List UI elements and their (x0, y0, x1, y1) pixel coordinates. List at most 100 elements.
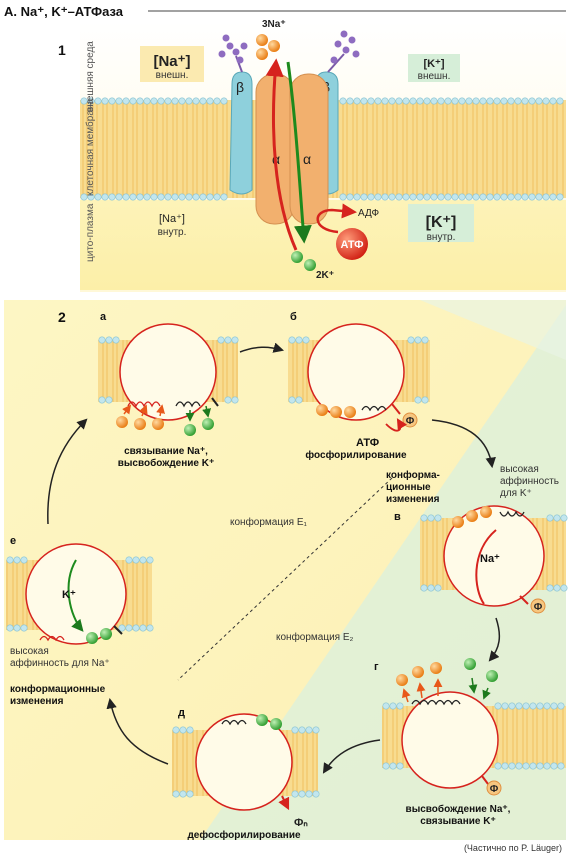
state-e-k: K⁺ (62, 589, 76, 601)
lipid-head (101, 97, 109, 105)
lipid-head (298, 790, 306, 798)
lipid-head (536, 762, 544, 770)
lipid-head (185, 97, 193, 105)
lipid-head (150, 193, 158, 201)
lipid-head (494, 762, 502, 770)
lipid-head (139, 556, 147, 564)
state-d-caption: дефосфорилирование (187, 829, 301, 841)
lipid-head (389, 762, 397, 770)
lipid-head (382, 702, 390, 710)
k-in-label: [K⁺] (426, 214, 457, 231)
lipid-head (178, 97, 186, 105)
lipid-head (132, 624, 140, 632)
na3-label: 3Na⁺ (262, 19, 286, 30)
lipid-head (388, 97, 396, 105)
lipid-head (508, 702, 516, 710)
part-number-2: 2 (58, 309, 66, 325)
lipid-head (179, 726, 187, 734)
lipid-head (206, 97, 214, 105)
state-b-letter: б (290, 311, 297, 323)
lipid-head (550, 702, 558, 710)
cycle-arrow-v-g (488, 617, 501, 662)
state-b-atp: АТФ (356, 437, 379, 449)
lipid-head (108, 97, 116, 105)
lipid-head (396, 702, 404, 710)
k-out-box (408, 54, 460, 82)
lipid-head (20, 556, 28, 564)
lipid-head (298, 726, 306, 734)
conformation-e2-label: конформация E₂ (276, 631, 354, 643)
lipid-head (414, 396, 422, 404)
state-b: б Ф АТФ фосфорилирование (288, 311, 430, 461)
beta-subunit-left (229, 71, 253, 195)
lipid-head (108, 193, 116, 201)
lipid-head (423, 97, 431, 105)
lipid-head (557, 762, 565, 770)
lipid-head (231, 336, 239, 344)
lipid-head (302, 336, 310, 344)
state-v: конформа- ционные изменения высокая аффи… (386, 464, 568, 614)
lipid-head (164, 193, 172, 201)
lipid-head (472, 97, 480, 105)
state-e-letter: е (10, 535, 16, 547)
lipid-head (500, 193, 508, 201)
state-v-na: Na⁺ (480, 553, 500, 565)
lipid-head (129, 193, 137, 201)
part-number-1: 1 (58, 42, 66, 58)
lipid-head (486, 193, 494, 201)
lipid-head (150, 97, 158, 105)
lipid-head (360, 97, 368, 105)
lipid-head (136, 193, 144, 201)
lipid-head (105, 396, 113, 404)
lipid-head (213, 97, 221, 105)
lipid-head (550, 762, 558, 770)
figure-title: A. Na⁺, K⁺–АТФаза (4, 4, 124, 19)
lipid-head (437, 97, 445, 105)
state-v-high1: высокая (500, 464, 539, 475)
credit-line: (Частично по P. Läuger) (464, 843, 562, 853)
lipid-head (224, 336, 232, 344)
lipid-head (529, 762, 537, 770)
lipid-head (434, 584, 442, 592)
lipid-head (112, 336, 120, 344)
lipid-head (409, 97, 417, 105)
lipid-head (186, 726, 194, 734)
lipid-head (367, 97, 375, 105)
lipid-head (395, 97, 403, 105)
cycle-arrow-d-e (106, 697, 169, 765)
lipid-head (129, 97, 137, 105)
lipid-head (224, 396, 232, 404)
na-ion (268, 40, 280, 52)
lipid-head (374, 97, 382, 105)
lipid-head (521, 193, 529, 201)
k-out-sub: внешн. (418, 71, 451, 82)
lipid-head (122, 97, 130, 105)
state-e-high1: высокая (10, 646, 49, 657)
lipid-head (423, 193, 431, 201)
lipid-head (367, 193, 375, 201)
lipid-head (339, 97, 347, 105)
lipid-head (105, 336, 113, 344)
lipid-head (146, 556, 154, 564)
conformation-e1-label: конформация E₁ (230, 516, 308, 528)
lipid-head (217, 336, 225, 344)
alpha-label-right: α (303, 151, 311, 167)
lipid-head (288, 396, 296, 404)
adp-label: АДФ (358, 208, 380, 219)
lipid-head (543, 762, 551, 770)
lipid-head (536, 702, 544, 710)
state-e-conf1: конформационные (10, 683, 106, 695)
cycle-arrow-g-d (322, 739, 381, 774)
lipid-head (522, 762, 530, 770)
state-a-caption2: высвобождение K⁺ (118, 457, 215, 469)
lipid-head (146, 624, 154, 632)
state-a-caption1: связывание Na⁺, (124, 446, 208, 457)
k-in-sub: внутр. (427, 232, 456, 243)
lipid-head (20, 624, 28, 632)
lipid-head (486, 97, 494, 105)
lipid-head (494, 702, 502, 710)
lipid-head (80, 97, 88, 105)
atp-label: АТФ (340, 239, 363, 251)
label-cytoplasm: цито-плазма (85, 203, 96, 262)
